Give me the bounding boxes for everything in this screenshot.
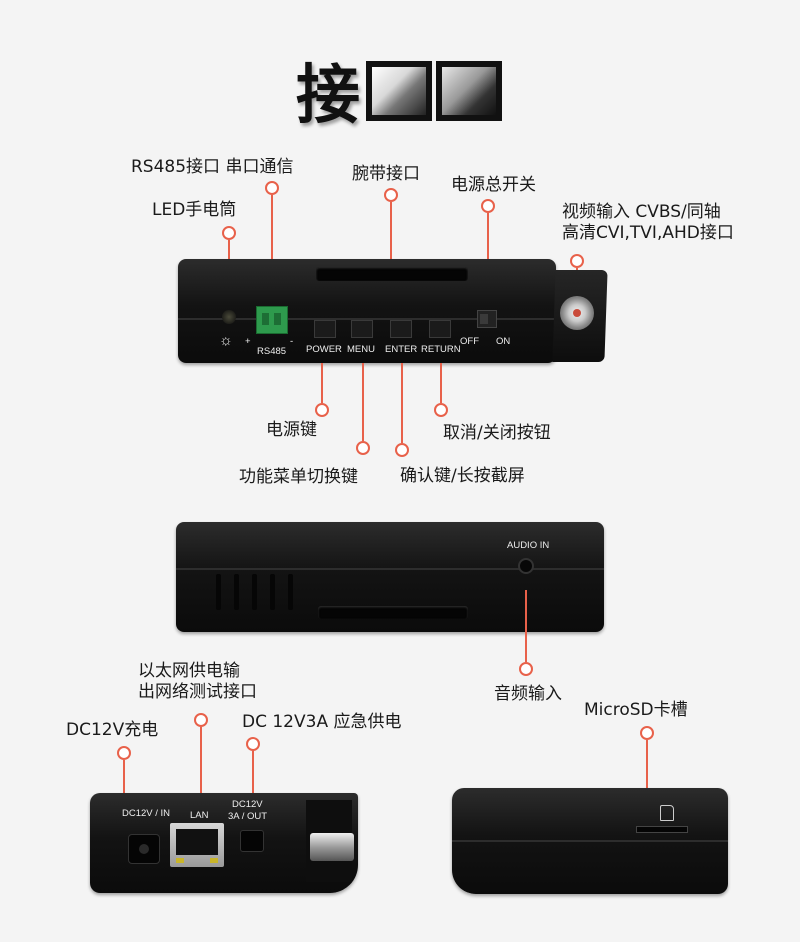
label-poe-2: 出网络测试接口: [138, 682, 257, 702]
silk-enter: ENTER: [385, 344, 418, 355]
device-back-seam: [176, 568, 604, 570]
vent-slot: [234, 574, 239, 610]
silk-lan: LAN: [190, 810, 209, 821]
callout-menu-marker: [356, 441, 370, 455]
callout-dcin-marker: [117, 746, 131, 760]
label-menu-key: 功能菜单切换键: [239, 467, 358, 487]
callout-power-marker: [315, 403, 329, 417]
device-side-right-seam: [452, 840, 728, 842]
label-dc-out: DC 12V3A 应急供电: [242, 712, 402, 732]
callout-enter-marker: [395, 443, 409, 457]
label-poe-1: 以太网供电输: [138, 661, 240, 681]
title-char-2-box: 口: [366, 61, 432, 121]
bnc-side-connector: [310, 833, 354, 861]
callout-lan-line: [200, 727, 202, 799]
callout-video-marker: [570, 254, 584, 268]
silk-dc-in: DC12V / IN: [122, 808, 171, 819]
callout-sd-line: [646, 740, 648, 808]
silk-power: POWER: [306, 344, 342, 355]
label-power-key: 电源键: [266, 420, 317, 440]
silk-plus: +: [245, 336, 251, 347]
label-cancel-key: 取消/关闭按钮: [443, 423, 551, 443]
label-microsd: MicroSD卡槽: [584, 700, 688, 720]
callout-dcin-line: [123, 760, 125, 804]
silk-on: ON: [496, 336, 511, 347]
device-front-seam: [178, 318, 556, 320]
callout-dcout-marker: [246, 737, 260, 751]
vent-slot: [288, 574, 293, 610]
label-led: LED手电筒: [152, 200, 237, 220]
callout-enter-line: [401, 363, 403, 443]
callout-dcout-line: [252, 751, 254, 798]
label-audio-in: 音频输入: [494, 684, 562, 704]
callout-rs485-marker: [265, 181, 279, 195]
callout-audio-line: [525, 590, 527, 662]
lan-port: [170, 823, 224, 867]
enter-button[interactable]: [390, 320, 412, 338]
label-video-in-2: 高清CVI,TVI,AHD接口: [562, 223, 734, 243]
vent-slot: [270, 574, 275, 610]
callout-led-marker: [222, 226, 236, 240]
led-flashlight: [222, 310, 236, 324]
silk-menu: MENU: [347, 344, 375, 355]
vent-slot: [216, 574, 221, 610]
silk-dc-out-1: DC12V: [232, 799, 263, 810]
callout-lan-marker: [194, 713, 208, 727]
power-switch[interactable]: [477, 310, 497, 328]
strap-slot-back: [318, 606, 468, 619]
menu-button[interactable]: [351, 320, 373, 338]
callout-power-line: [321, 363, 323, 403]
silk-return: RETURN: [421, 344, 461, 355]
callout-return-line: [440, 363, 442, 403]
vent-slot: [252, 574, 257, 610]
callout-audio-marker: [519, 662, 533, 676]
label-dc-charge: DC12V充电: [66, 720, 159, 740]
title-char-3-box: 图: [436, 61, 502, 121]
dc-out-jack: [240, 830, 264, 852]
callout-strap-marker: [384, 188, 398, 202]
audio-in-jack: [518, 558, 534, 574]
dc-in-jack: [128, 834, 160, 864]
label-rs485: RS485接口 串口通信: [131, 157, 294, 177]
label-strap: 腕带接口: [352, 164, 420, 184]
microsd-icon: [660, 805, 674, 821]
strap-slot: [316, 267, 468, 281]
title-char-1: 接: [296, 59, 364, 133]
silk-off: OFF: [460, 336, 479, 347]
silk-dc-out-2: 3A / OUT: [228, 811, 268, 822]
callout-return-marker: [434, 403, 448, 417]
callout-rs485-line: [271, 195, 273, 305]
callout-menu-line: [362, 363, 364, 441]
label-video-in-1: 视频输入 CVBS/同轴: [562, 202, 721, 222]
bnc-video-connector: [560, 296, 594, 330]
label-enter-key: 确认键/长按截屏: [400, 466, 525, 486]
power-button[interactable]: [314, 320, 336, 338]
callout-switch-marker: [481, 199, 495, 213]
silk-minus: -: [290, 336, 294, 347]
silk-rs485: RS485: [257, 346, 287, 357]
bulb-icon: ☼: [219, 332, 233, 349]
silk-audio-in: AUDIO IN: [507, 540, 550, 551]
callout-sd-marker: [640, 726, 654, 740]
return-button[interactable]: [429, 320, 451, 338]
page-title: 接口图: [0, 44, 800, 136]
callout-strap-line: [390, 202, 392, 270]
label-power-switch: 电源总开关: [451, 175, 536, 195]
microsd-slot[interactable]: [636, 826, 688, 833]
rs485-connector: [256, 306, 288, 334]
